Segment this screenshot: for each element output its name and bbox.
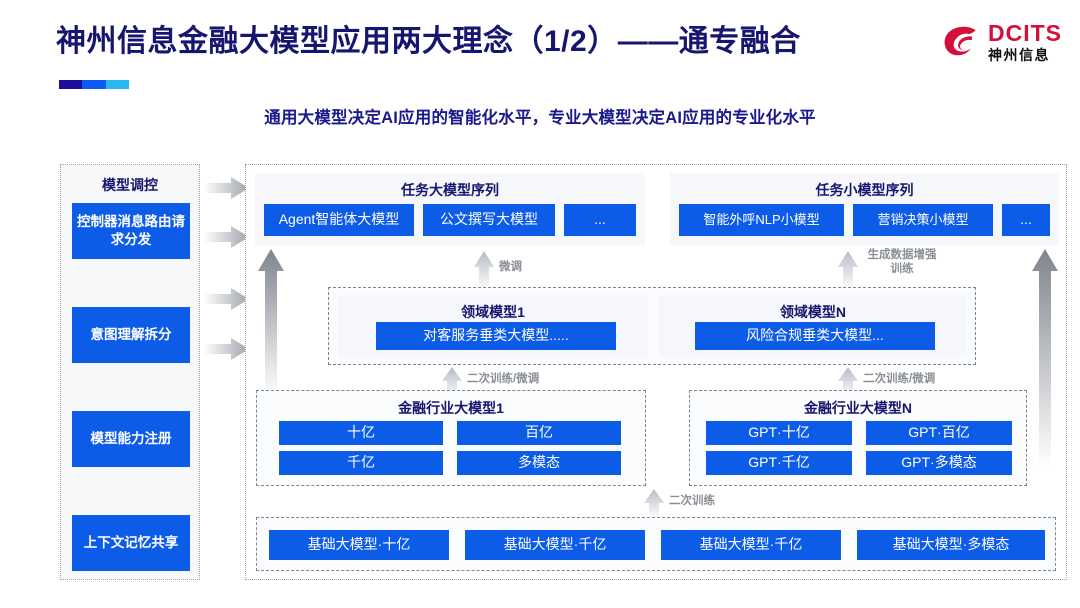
flow-arrow-right-1 — [203, 177, 249, 199]
accent-segment-3 — [105, 80, 129, 89]
task-big-model-title: 任务大模型序列 — [401, 182, 499, 198]
control-item-context[interactable]: 上下文记忆共享 — [72, 515, 190, 571]
control-item-intent[interactable]: 意图理解拆分 — [72, 307, 190, 363]
logo-cn-text: 神州信息 — [988, 47, 1050, 63]
architecture-diagram: 任务大模型序列 Agent智能体大模型 公文撰写大模型 ... 任务小模型序列 … — [245, 164, 1067, 580]
industry-right-chip-qianyi[interactable]: GPT·千亿 — [706, 451, 852, 475]
arrow-label-retrain-finetune-left: 二次训练/微调 — [467, 373, 540, 385]
foundation-chip-qianyi-1[interactable]: 基础大模型·千亿 — [465, 530, 645, 560]
foundation-chip-qianyi-2[interactable]: 基础大模型·千亿 — [661, 530, 841, 560]
industry-right-chip-shiyi[interactable]: GPT·十亿 — [706, 421, 852, 445]
flow-arrow-right-3 — [203, 288, 249, 310]
control-panel: 模型调控 控制器消息路由请求分发 意图理解拆分 模型能力注册 上下文记忆共享 — [60, 164, 200, 580]
page-subtitle: 通用大模型决定AI应用的智能化水平，专业大模型决定AI应用的专业化水平 — [264, 109, 816, 127]
page-title: 神州信息金融大模型应用两大理念（1/2）——通专融合 — [56, 25, 801, 58]
arrow-label-retrain: 二次训练 — [669, 495, 715, 507]
foundation-chip-shiyi[interactable]: 基础大模型·十亿 — [269, 530, 449, 560]
task-big-chip-writing[interactable]: 公文撰写大模型 — [423, 204, 555, 236]
accent-segment-1 — [59, 80, 83, 89]
accent-bar — [59, 80, 129, 89]
task-big-model-panel: 任务大模型序列 Agent智能体大模型 公文撰写大模型 ... — [255, 173, 645, 245]
industry-right-chip-baiyi[interactable]: GPT·百亿 — [866, 421, 1012, 445]
flow-arrow-up-right-tall — [1032, 249, 1058, 467]
industry-model-left-title: 金融行业大模型1 — [398, 400, 504, 416]
company-logo: DCITS 神州信息 — [941, 22, 1062, 62]
domain-model-right-title: 领域模型N — [779, 304, 847, 320]
task-big-chip-more[interactable]: ... — [564, 204, 636, 236]
task-small-chip-nlp[interactable]: 智能外呼NLP小模型 — [679, 204, 844, 236]
industry-left-chip-shiyi[interactable]: 十亿 — [279, 421, 443, 445]
industry-left-chip-multimodal[interactable]: 多模态 — [457, 451, 621, 475]
logo-wordmark: DCITS 神州信息 — [988, 20, 1062, 63]
control-item-registry[interactable]: 模型能力注册 — [72, 411, 190, 467]
flow-arrow-up-left-tall — [258, 249, 284, 397]
flow-arrow-up-finetune-left — [474, 251, 494, 291]
industry-right-chip-multimodal[interactable]: GPT·多模态 — [866, 451, 1012, 475]
industry-left-chip-baiyi[interactable]: 百亿 — [457, 421, 621, 445]
task-small-model-title: 任务小模型序列 — [815, 182, 914, 198]
domain-model-left-title: 领域模型1 — [461, 304, 525, 320]
task-small-chip-marketing[interactable]: 营销决策小模型 — [853, 204, 993, 236]
foundation-model-group: 基础大模型·十亿 基础大模型·千亿 基础大模型·千亿 基础大模型·多模态 — [256, 517, 1056, 571]
arrow-label-retrain-finetune-right: 二次训练/微调 — [863, 373, 936, 385]
domain-model-group: 领域模型1 对客服务垂类大模型..... 领域模型N 风险合规垂类大模型... — [328, 287, 976, 365]
domain-model-right-chip[interactable]: 风险合规垂类大模型... — [695, 322, 935, 350]
industry-model-right-title: 金融行业大模型N — [803, 400, 913, 416]
domain-model-right-panel: 领域模型N 风险合规垂类大模型... — [659, 295, 967, 357]
task-small-model-panel: 任务小模型序列 智能外呼NLP小模型 营销决策小模型 ... — [670, 173, 1059, 245]
flow-arrow-up-retrain-base — [644, 489, 664, 519]
control-item-router[interactable]: 控制器消息路由请求分发 — [72, 203, 190, 259]
flow-arrow-up-dataaug — [838, 251, 858, 291]
arrow-label-data-augmentation: 生成数据增强训练 — [867, 249, 937, 275]
industry-left-chip-qianyi[interactable]: 千亿 — [279, 451, 443, 475]
accent-segment-2 — [82, 80, 106, 89]
industry-model-right-group: 金融行业大模型N GPT·十亿 GPT·百亿 GPT·千亿 GPT·多模态 — [689, 390, 1027, 486]
arrow-label-finetune: 微调 — [499, 261, 522, 273]
domain-model-left-chip[interactable]: 对客服务垂类大模型..... — [376, 322, 616, 350]
task-small-chip-more[interactable]: ... — [1002, 204, 1050, 236]
dcits-swirl-icon — [941, 22, 981, 62]
task-big-chip-agent[interactable]: Agent智能体大模型 — [264, 204, 414, 236]
domain-model-left-panel: 领域模型1 对客服务垂类大模型..... — [338, 295, 648, 357]
industry-model-left-group: 金融行业大模型1 十亿 百亿 千亿 多模态 — [256, 390, 646, 486]
flow-arrow-right-2 — [203, 226, 249, 248]
flow-arrow-right-4 — [203, 338, 249, 360]
control-panel-title: 模型调控 — [102, 177, 158, 193]
foundation-chip-multimodal[interactable]: 基础大模型·多模态 — [857, 530, 1045, 560]
logo-en-text: DCITS — [988, 20, 1062, 46]
